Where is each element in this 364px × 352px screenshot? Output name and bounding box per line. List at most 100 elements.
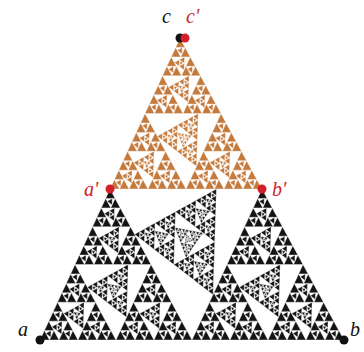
fractal-piece — [274, 311, 279, 318]
fractal-piece — [92, 252, 97, 259]
fractal-piece — [179, 265, 184, 272]
fractal-piece — [130, 252, 135, 259]
fractal-piece — [331, 331, 336, 338]
fractal-piece — [116, 208, 126, 217]
fractal-piece — [133, 170, 143, 179]
fractal-piece — [249, 285, 252, 289]
fractal-piece — [230, 180, 235, 187]
fractal-piece — [123, 269, 126, 273]
fractal-piece — [114, 232, 117, 236]
fractal-piece — [144, 161, 147, 165]
fractal-piece — [225, 156, 228, 160]
fractal-piece — [140, 233, 143, 237]
fractal-piece — [192, 133, 197, 140]
fractal-piece — [221, 286, 226, 293]
fractal-piece — [196, 197, 201, 204]
fractal-piece — [250, 279, 255, 286]
fractal-piece — [88, 227, 98, 236]
fractal-piece — [190, 234, 193, 238]
fractal-piece — [177, 229, 179, 231]
fractal-piece — [78, 320, 81, 324]
fractal-piece — [275, 283, 278, 287]
fractal-piece — [149, 243, 154, 250]
fractal-piece — [119, 278, 122, 282]
fractal-piece — [202, 266, 205, 270]
fractal-piece — [256, 211, 261, 218]
fractal-piece — [185, 216, 190, 223]
fractal-piece — [103, 281, 106, 285]
fractal-piece — [215, 293, 220, 300]
fractal-piece — [117, 246, 127, 255]
fractal-piece — [146, 162, 148, 164]
fractal-piece — [219, 167, 224, 174]
fractal-piece — [155, 220, 160, 227]
fractal-piece — [117, 301, 120, 305]
fractal-piece — [149, 318, 154, 325]
fractal-piece — [151, 104, 156, 111]
fractal-piece — [198, 279, 201, 283]
fractal-piece — [230, 320, 233, 324]
fractal-piece — [204, 251, 207, 255]
fractal-piece — [209, 142, 214, 149]
fractal-piece — [312, 331, 317, 338]
fractal-piece — [259, 198, 264, 205]
fractal-piece — [81, 255, 86, 262]
fractal-piece — [148, 169, 151, 173]
fractal-piece — [167, 249, 169, 251]
fractal-piece — [307, 307, 310, 311]
fractal-piece — [108, 243, 113, 250]
fractal-piece — [193, 241, 196, 245]
fractal-piece — [208, 200, 210, 202]
fractal-piece — [129, 302, 139, 311]
fractal-piece — [224, 274, 229, 281]
fractal-piece — [260, 243, 265, 250]
fractal-piece — [187, 150, 190, 154]
fractal-piece — [224, 169, 227, 173]
fractal-piece — [193, 132, 196, 136]
fractal-piece — [256, 237, 259, 241]
fractal-piece — [142, 123, 147, 130]
fractal-piece — [177, 133, 180, 137]
fractal-piece — [186, 252, 188, 254]
fractal-piece — [138, 255, 143, 262]
fractal-piece — [220, 139, 225, 146]
fractal-piece — [203, 213, 205, 215]
fractal-piece — [102, 294, 105, 298]
fractal-piece — [249, 208, 259, 217]
fractal-piece — [247, 326, 250, 330]
fractal-piece — [227, 132, 237, 141]
fractal-piece — [195, 235, 196, 236]
fractal-piece — [187, 143, 192, 150]
fractal-piece — [187, 95, 197, 104]
fractal-piece — [275, 269, 278, 273]
fractal-piece — [186, 203, 191, 210]
fractal-piece — [117, 287, 119, 289]
fractal-piece — [152, 313, 154, 315]
fractal-piece — [266, 289, 268, 291]
fractal-piece — [141, 331, 146, 338]
vertex-dot — [340, 336, 349, 345]
fractal-piece — [264, 295, 267, 299]
fractal-piece — [113, 287, 115, 289]
fractal-piece — [264, 289, 266, 291]
fractal-piece — [242, 236, 247, 243]
fractal-piece — [158, 238, 161, 242]
fractal-piece — [205, 231, 210, 238]
fractal-piece — [157, 97, 162, 104]
fractal-piece — [220, 161, 223, 165]
fractal-piece — [226, 312, 229, 316]
fractal-piece — [188, 153, 191, 157]
fractal-piece — [184, 263, 187, 267]
fractal-piece — [69, 315, 74, 322]
fractal-piece — [160, 222, 163, 226]
fractal-piece — [310, 293, 315, 300]
fractal-piece — [186, 210, 189, 214]
fractal-piece — [261, 288, 264, 292]
fractal-piece — [192, 238, 195, 242]
fractal-piece — [168, 66, 173, 73]
fractal-piece — [63, 321, 73, 330]
fractal-piece — [90, 236, 95, 243]
fractal-piece — [139, 321, 149, 330]
fractal-piece — [164, 234, 166, 236]
